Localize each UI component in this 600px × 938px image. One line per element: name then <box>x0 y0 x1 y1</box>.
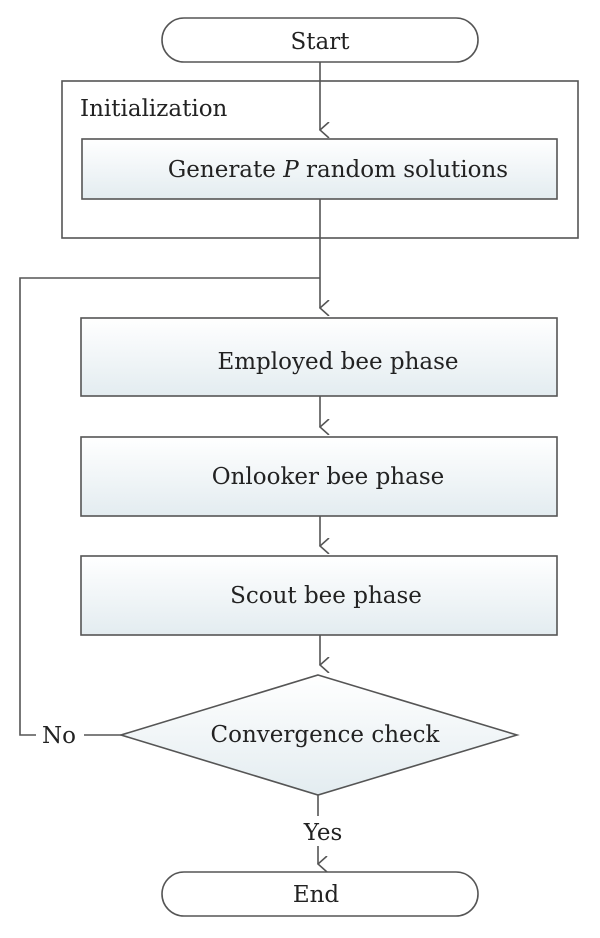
scout-bee-phase-label: Scout bee phase <box>230 583 422 609</box>
employed-bee-phase-label: Employed bee phase <box>217 349 458 375</box>
yes-label: Yes <box>303 820 343 846</box>
employed-bee-phase-box <box>80 317 558 397</box>
end-label: End <box>293 882 340 908</box>
generate-solutions-box <box>81 138 558 200</box>
start-label: Start <box>291 29 351 55</box>
generate-suffix: random solutions <box>299 157 508 183</box>
no-loop-line <box>19 277 320 736</box>
onlooker-bee-phase-label: Onlooker bee phase <box>212 464 445 490</box>
generate-variable: P <box>282 157 299 183</box>
scout-bee-phase-box <box>80 555 558 636</box>
onlooker-bee-phase-box <box>80 436 558 517</box>
no-label: No <box>42 723 76 749</box>
convergence-check-label: Convergence check <box>211 722 441 748</box>
yes-label-bg <box>300 816 346 846</box>
initialization-label: Initialization <box>80 96 228 122</box>
end-terminal <box>161 871 479 917</box>
generate-prefix: Generate <box>168 157 283 183</box>
generate-solutions-label: Generate P random solutions <box>168 157 508 183</box>
